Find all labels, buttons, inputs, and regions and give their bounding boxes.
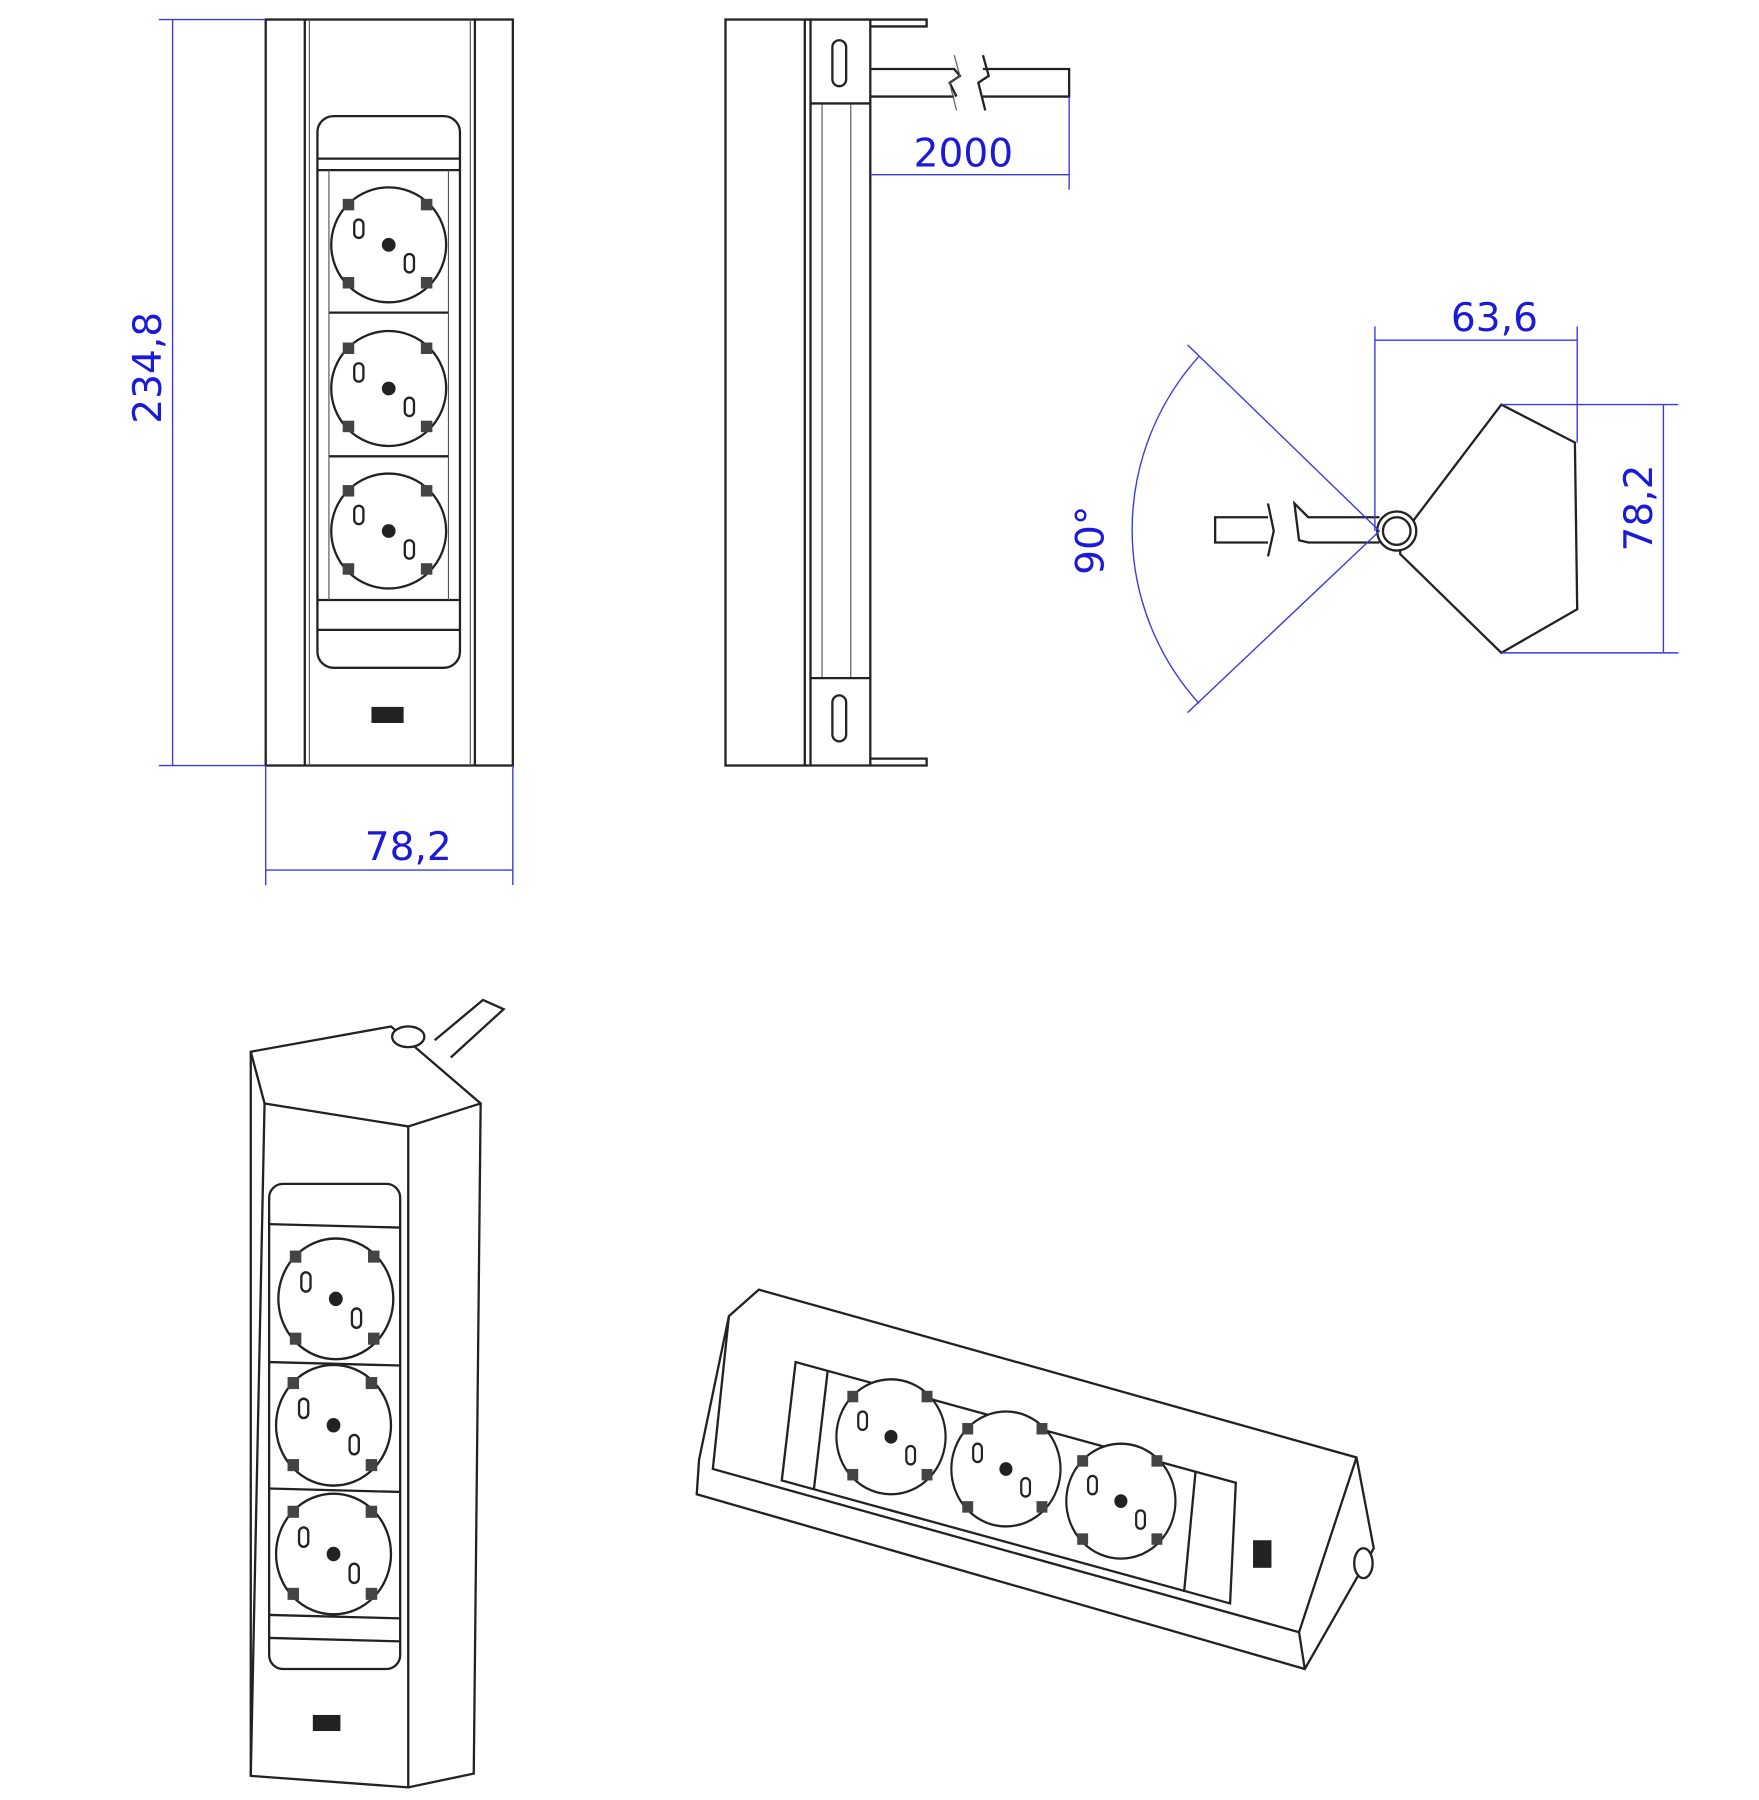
socket-icon: [330, 186, 448, 304]
socket-icon: [274, 1363, 393, 1487]
height-dimension-label: 234,8: [126, 312, 171, 424]
socket-icon: [330, 329, 448, 448]
front-view: [264, 18, 514, 767]
top-width-dimension-label: 78,2: [1617, 465, 1662, 552]
isometric-view-horizontal: [695, 1288, 1375, 1671]
front-width-dimension: 78,2: [265, 765, 514, 886]
top-width-dimension: 78,2: [1501, 403, 1679, 654]
socket-icon: [274, 1492, 393, 1616]
side-view: [724, 18, 1071, 767]
depth-dimension-label: 63,6: [1451, 296, 1538, 341]
socket-panel: [316, 114, 462, 669]
angle-dimension: 90°: [1069, 344, 1380, 714]
cable-length-label: 2000: [914, 132, 1013, 177]
top-depth-dimension: 63,6: [1374, 296, 1578, 532]
socket-icon: [835, 1378, 947, 1496]
isometric-view-vertical: [249, 998, 506, 1789]
brand-logo: [371, 706, 404, 723]
cable: [870, 54, 1071, 111]
socket-icon: [330, 472, 448, 590]
socket-icon: [277, 1237, 395, 1361]
front-height-dimension: 234,8: [126, 18, 266, 767]
brand-logo: [1253, 1540, 1272, 1568]
top-view: [1213, 403, 1579, 655]
cable-length-dimension: 2000: [870, 96, 1070, 190]
width-dimension-label: 78,2: [365, 825, 452, 870]
socket-icon: [950, 1410, 1062, 1528]
socket-panel: [780, 1360, 1238, 1605]
angle-label: 90°: [1069, 506, 1114, 575]
brand-logo: [312, 1714, 341, 1732]
socket-icon: [1065, 1442, 1177, 1560]
